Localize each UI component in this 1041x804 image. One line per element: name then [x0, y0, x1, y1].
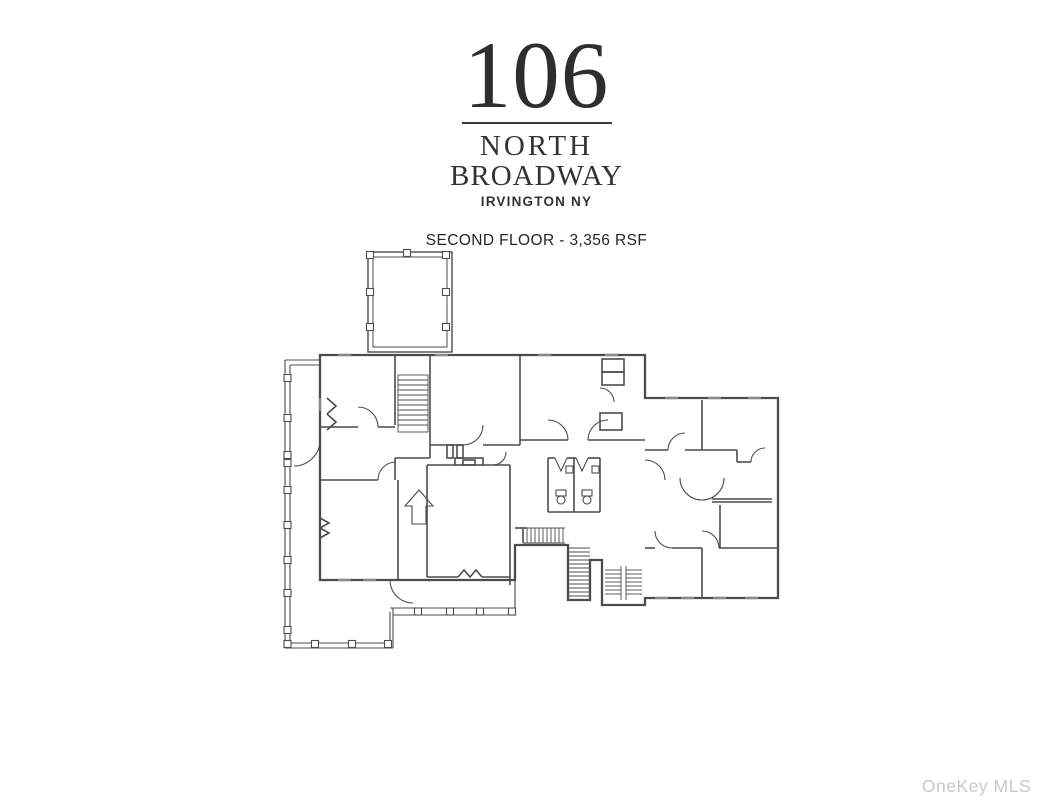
street-name-line2: BROADWAY: [450, 159, 623, 192]
title-block: 106 NORTH BROADWAY IRVINGTON NY SECOND F…: [16, 22, 1041, 250]
exterior-walls: [318, 353, 780, 607]
rear-staircase-horizontal: [523, 527, 565, 544]
service-staircase-vertical: [568, 547, 590, 597]
title-divider-line: [461, 121, 612, 124]
street-name-line1: NORTH: [479, 129, 594, 162]
wrap-around-porch: [283, 359, 517, 649]
floor-area-label: SECOND FLOOR - 3,356 RSF: [425, 231, 648, 249]
floor-plan-drawing: [283, 248, 783, 660]
switchback-staircase: [605, 566, 642, 600]
interior-walls: [319, 355, 778, 598]
stair-direction-arrow: [403, 489, 435, 525]
main-staircase: [397, 374, 429, 433]
roof-deck-balcony: [365, 248, 453, 353]
door-swings: [293, 387, 766, 604]
bathroom-fixtures: [554, 457, 600, 505]
city-state-label: IRVINGTON NY: [480, 193, 593, 209]
window-openings: [318, 353, 761, 600]
onekey-mls-watermark: OneKey MLS: [921, 776, 1031, 796]
address-number: 106: [463, 22, 610, 128]
